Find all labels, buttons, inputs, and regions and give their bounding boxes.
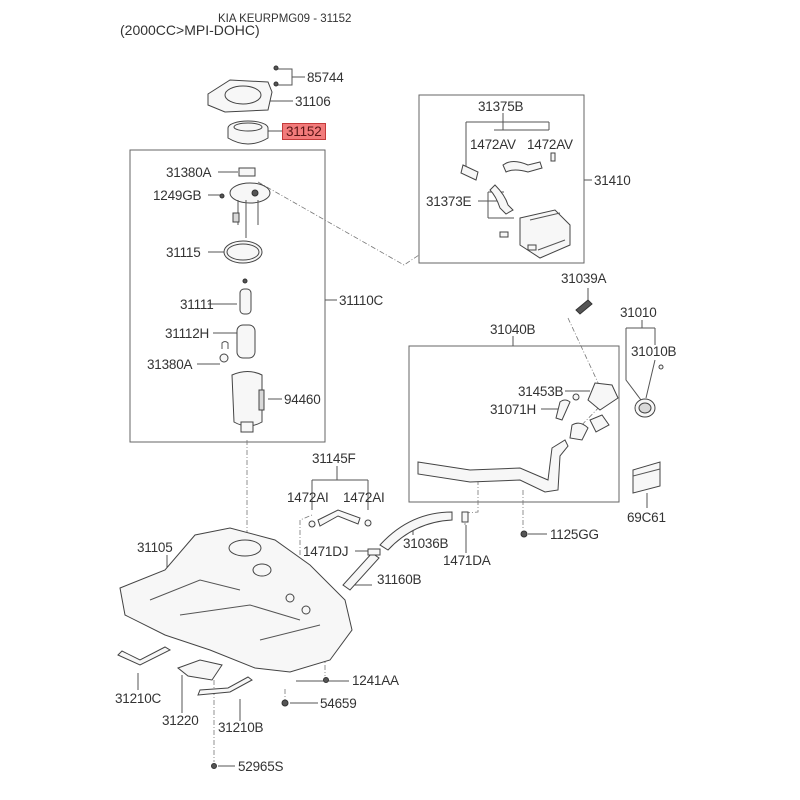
part-label-31036B[interactable]: 31036B [403, 536, 449, 551]
part-label-31039A[interactable]: 31039A [561, 271, 607, 286]
canister-31410 [460, 152, 571, 259]
part-label-1241AA[interactable]: 1241AA [352, 673, 399, 688]
part-label-85744[interactable]: 85744 [307, 70, 344, 85]
bolt-31039A [575, 299, 593, 315]
part-label-1249GB[interactable]: 1249GB [153, 188, 202, 203]
part-label-52965S[interactable]: 52965S [238, 759, 284, 774]
part-label-31111[interactable]: 31111 [180, 297, 214, 312]
diagram-title: KIA KEURPMG09 - 31152 [218, 13, 352, 25]
part-label-54659[interactable]: 54659 [320, 696, 357, 711]
part-label-31040B[interactable]: 31040B [490, 322, 536, 337]
part-label-31210B[interactable]: 31210B [218, 720, 264, 735]
tank-straps [117, 646, 253, 696]
leader-lines [137, 68, 656, 767]
hose-31036B [379, 511, 453, 551]
part-label-1471DJ[interactable]: 1471DJ [303, 544, 349, 559]
filler-neck-box [408, 345, 620, 503]
part-label-31220[interactable]: 31220 [162, 713, 199, 728]
screws-85744 [273, 65, 279, 87]
part-label-1125GG[interactable]: 1125GG [550, 527, 599, 542]
lock-ring-31152 [227, 120, 269, 145]
part-label-31410[interactable]: 31410 [594, 173, 631, 188]
engine-spec: (2000CC>MPI-DOHC) [120, 22, 260, 38]
part-label-1471DA[interactable]: 1471DA [443, 553, 491, 568]
part-label-31145F[interactable]: 31145F [312, 451, 356, 466]
part-label-31453B[interactable]: 31453B [518, 384, 564, 399]
part-label-31115[interactable]: 31115 [166, 245, 201, 260]
alignment-lines [213, 181, 607, 762]
part-label-31210C[interactable]: 31210C [115, 691, 162, 706]
fuel-pump-31111 [239, 278, 252, 315]
part-label-31010[interactable]: 31010 [620, 305, 657, 320]
cover-plate-31106 [207, 79, 273, 113]
part-label-1472AI-a[interactable]: 1472AI [287, 490, 329, 505]
part-label-31105[interactable]: 31105 [137, 540, 173, 555]
hose-31145F [308, 509, 372, 528]
filler-neck-31040B [417, 382, 619, 493]
pump-flange [219, 167, 271, 238]
part-label-1472AI-b[interactable]: 1472AI [343, 490, 385, 505]
canister-assembly-box [418, 94, 585, 264]
part-label-31110C[interactable]: 31110C [339, 293, 384, 308]
part-label-94460[interactable]: 94460 [284, 392, 321, 407]
part-label-1472AV-b[interactable]: 1472AV [527, 137, 573, 152]
part-label-31375B[interactable]: 31375B [478, 99, 524, 114]
part-label-1472AV-a[interactable]: 1472AV [470, 137, 516, 152]
pump-assembly-box [129, 149, 326, 443]
label-plate-69C61 [632, 461, 661, 494]
part-label-31160B[interactable]: 31160B [377, 572, 422, 587]
clip-31380A [219, 341, 229, 363]
part-label-31380A[interactable]: 31380A [166, 165, 212, 180]
bolts-bottom [211, 677, 329, 769]
nut-1125GG [520, 530, 528, 538]
part-label-31373E[interactable]: 31373E [426, 194, 472, 209]
fuel-tank-31105 [119, 527, 353, 673]
clamp-1471DA [461, 511, 469, 523]
part-label-31112H[interactable]: 31112H [165, 326, 210, 341]
part-label-31106[interactable]: 31106 [295, 94, 331, 109]
part-label-31010B[interactable]: 31010B [631, 344, 677, 359]
part-label-31380A-clip[interactable]: 31380A [147, 357, 193, 372]
hose-31160B [342, 548, 381, 591]
part-label-31152-highlighted[interactable]: 31152 [282, 123, 326, 140]
gasket-inner [226, 243, 260, 261]
reservoir-cup-94460 [231, 371, 265, 433]
fuel-cap-31010 [634, 364, 664, 418]
part-label-69C61[interactable]: 69C61 [627, 510, 666, 525]
part-label-31071H[interactable]: 31071H [490, 402, 537, 417]
fuel-filter-31112H [236, 324, 256, 359]
